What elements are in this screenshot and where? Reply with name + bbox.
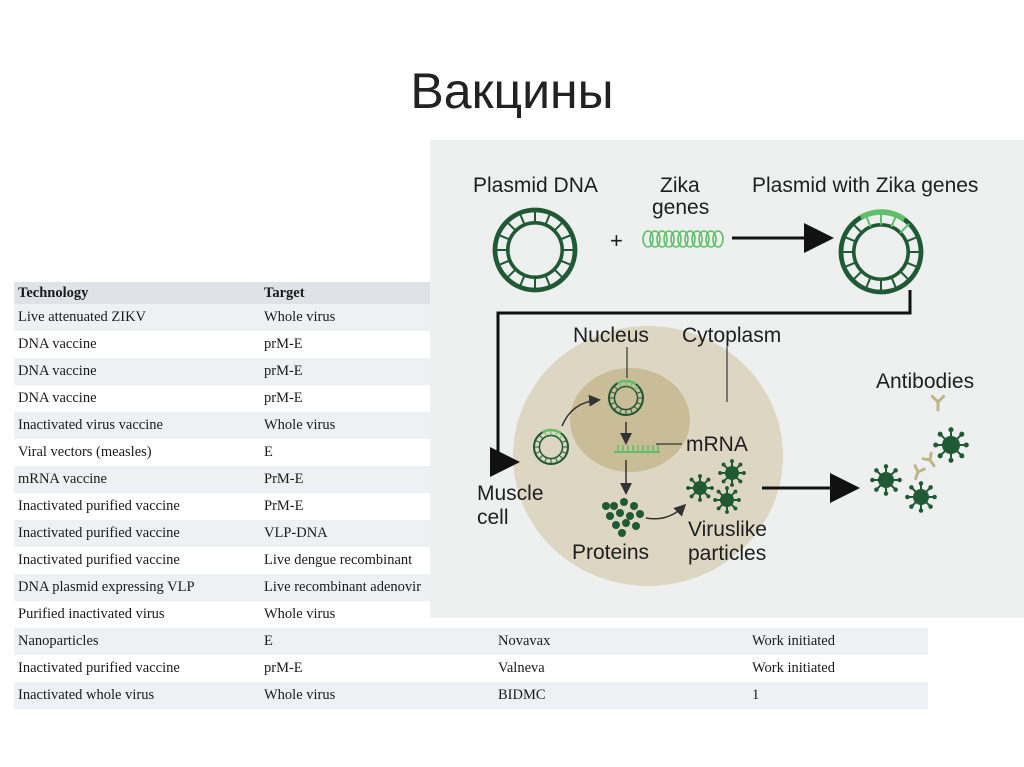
- table-cell: Novavax: [494, 628, 748, 655]
- virus-particle-icon: [713, 486, 741, 514]
- table-cell: E: [260, 628, 494, 655]
- arrow-plasmid-to-nucleus: [561, 394, 601, 427]
- table-cell: prM-E: [260, 655, 494, 682]
- mrna-label: mRNA: [686, 433, 748, 456]
- dna-vaccine-diagram: Plasmid DNA Zika genes + Plasmid with Zi…: [430, 140, 1024, 618]
- antibody-icon: [913, 464, 926, 481]
- plus-sign: +: [610, 228, 623, 253]
- table-cell: Inactivated purified vaccine: [14, 547, 260, 574]
- plasmid-dna-icon: [492, 207, 578, 293]
- table-cell: Inactivated purified vaccine: [14, 493, 260, 520]
- table-cell: Whole virus: [260, 682, 494, 709]
- proteins-cluster-icon: [602, 498, 644, 537]
- plasmid-dna-label: Plasmid DNA: [473, 174, 598, 197]
- table-cell: Purified inactivated virus: [14, 601, 260, 628]
- table-cell: Work initiated: [748, 628, 928, 655]
- table-cell: DNA vaccine: [14, 385, 260, 412]
- table-cell: 1: [748, 682, 928, 709]
- table-cell: Work initiated: [748, 655, 928, 682]
- table-cell: Nanoparticles: [14, 628, 260, 655]
- table-cell: Inactivated purified vaccine: [14, 655, 260, 682]
- nucleus-body: [570, 368, 690, 472]
- virus-particle-icon: [870, 464, 902, 496]
- table-cell: Live attenuated ZIKV: [14, 304, 260, 331]
- muscle-cell-label-line2: cell: [477, 506, 509, 529]
- plasmid-with-zika-icon: [838, 209, 924, 295]
- antibody-icon: [930, 394, 946, 412]
- nucleus-label: Nucleus: [573, 324, 649, 347]
- muscle-cell-label-line1: Muscle: [477, 482, 544, 505]
- cytoplasm-label: Cytoplasm: [682, 324, 781, 347]
- zika-genes-label-line2: genes: [652, 196, 709, 219]
- diagram-canvas: Plasmid DNA Zika genes + Plasmid with Zi…: [473, 174, 978, 586]
- table-cell: Valneva: [494, 655, 748, 682]
- virus-particle-icon: [686, 474, 714, 502]
- table-cell: Inactivated purified vaccine: [14, 520, 260, 547]
- table-cell: BIDMC: [494, 682, 748, 709]
- zika-genes-coil-icon: [642, 230, 724, 248]
- table-cell: DNA vaccine: [14, 358, 260, 385]
- plasmid-in-cell-icon: [532, 428, 570, 466]
- table-cell: DNA vaccine: [14, 331, 260, 358]
- viruslike-label-line1: Viruslike: [688, 518, 767, 541]
- table-cell: Inactivated virus vaccine: [14, 412, 260, 439]
- plasmid-zika-label: Plasmid with Zika genes: [752, 174, 978, 197]
- proteins-label: Proteins: [572, 541, 649, 564]
- antibody-icon: [921, 451, 936, 468]
- virus-particle-icon: [933, 427, 969, 463]
- arrow-into-cell: [490, 290, 912, 477]
- viruslike-label-line2: particles: [688, 542, 766, 565]
- virus-particle-icon: [905, 481, 937, 513]
- table-cell: Inactivated whole virus: [14, 682, 260, 709]
- column-header: Technology: [14, 282, 260, 304]
- virus-particle-icon: [718, 459, 746, 487]
- plasmid-in-nucleus-icon: [607, 379, 645, 417]
- table-cell: Viral vectors (measles): [14, 439, 260, 466]
- arrow-proteins-to-vlp: [645, 503, 687, 520]
- zika-genes-label-line1: Zika: [660, 174, 700, 197]
- antibodies-label: Antibodies: [876, 370, 974, 393]
- table-cell: mRNA vaccine: [14, 466, 260, 493]
- mrna-ticks: [617, 445, 659, 452]
- table-cell: DNA plasmid expressing VLP: [14, 574, 260, 601]
- slide-title: Вакцины: [410, 63, 614, 119]
